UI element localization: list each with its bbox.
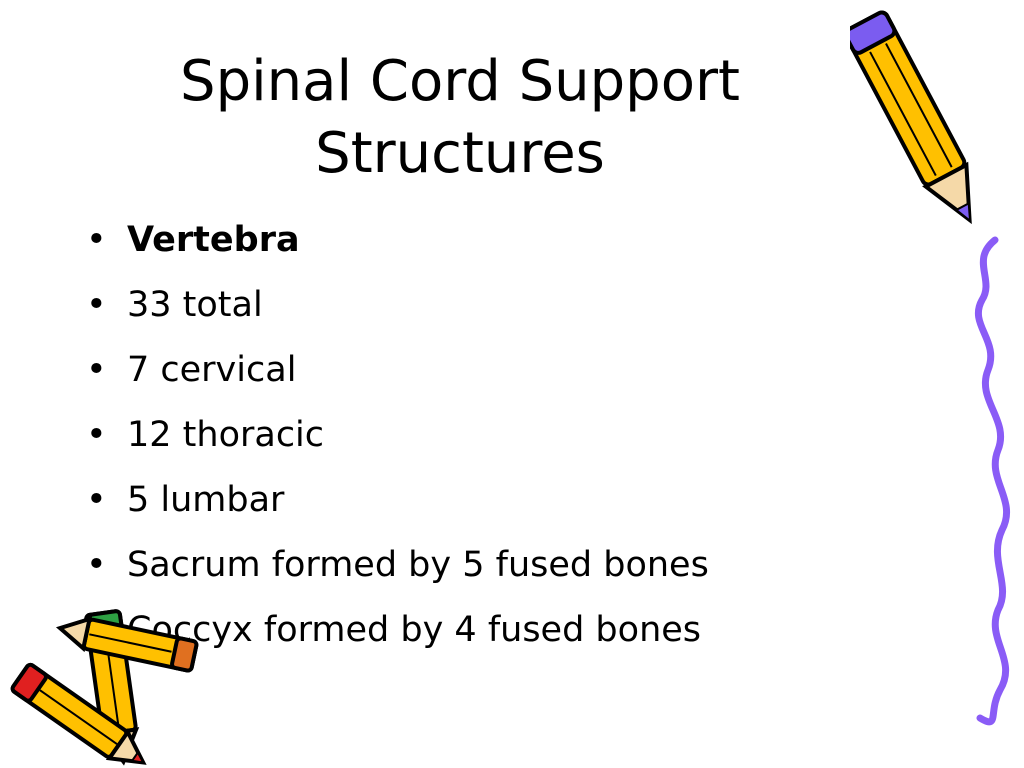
red-pencil-icon (10, 662, 147, 765)
bullet-text: 12 thoracic (127, 415, 325, 455)
pencil-icon (850, 10, 972, 225)
bullet-list: • Vertebra • 33 total • 7 cervical • 12 … (86, 212, 886, 667)
orange-pencil-icon (55, 616, 199, 673)
bullet-item-thoracic: • 12 thoracic (86, 407, 886, 472)
bullet-item-total: • 33 total (86, 277, 886, 342)
bullet-item-lumbar: • 5 lumbar (86, 472, 886, 537)
bullet-dot: • (86, 285, 107, 325)
slide-title: Spinal Cord Support Structures (130, 46, 790, 190)
pencil-squiggle-clipart (850, 10, 1011, 726)
title-line-2: Structures (315, 121, 605, 186)
bullet-text: Coccyx formed by 4 fused bones (127, 610, 702, 650)
bullet-text: 5 lumbar (127, 480, 285, 520)
bullet-item-vertebra: • Vertebra (86, 212, 886, 277)
bullet-dot: • (86, 350, 107, 390)
bullet-text: 33 total (127, 285, 263, 325)
squiggle-line (974, 236, 1011, 726)
bullet-text: Vertebra (127, 220, 300, 260)
bullet-dot: • (86, 545, 107, 585)
bullet-text: Sacrum formed by 5 fused bones (127, 545, 709, 585)
bullet-text: 7 cervical (127, 350, 297, 390)
bullet-dot: • (86, 220, 107, 260)
bullet-dot: • (86, 480, 107, 520)
bullet-dot: • (86, 415, 107, 455)
bullet-item-sacrum: • Sacrum formed by 5 fused bones (86, 537, 886, 602)
crossed-pencils-clipart (10, 609, 199, 766)
bullet-item-cervical: • 7 cervical (86, 342, 886, 407)
title-line-1: Spinal Cord Support (180, 49, 740, 114)
